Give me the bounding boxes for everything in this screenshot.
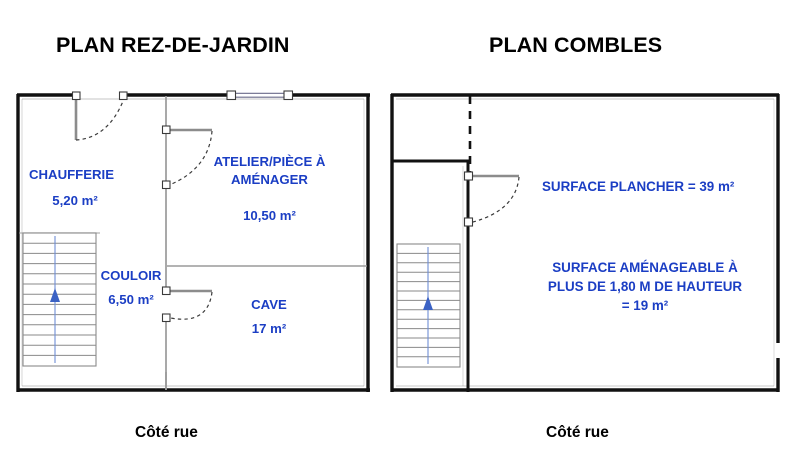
- left-plan-walls: [16, 93, 370, 392]
- cave-door: [161, 286, 213, 323]
- room-area-couloir: 6,50 m²: [108, 292, 154, 307]
- note-amenageable-line-1: SURFACE AMÉNAGEABLE À: [552, 260, 738, 275]
- right-plan-walls: [390, 93, 780, 392]
- atelier-window: [226, 90, 294, 101]
- combles-door: [463, 171, 520, 227]
- plan-title-rez-de-jardin: PLAN REZ-DE-JARDIN: [56, 33, 290, 57]
- room-area-cave: 17 m²: [251, 321, 287, 336]
- note-surface-plancher: SURFACE PLANCHER = 39 m²: [542, 179, 735, 194]
- left-staircase: [22, 232, 97, 367]
- room-area-atelier: 10,50 m²: [243, 208, 296, 223]
- cote-rue-label-right: Côté rue: [546, 424, 609, 441]
- note-amenageable-line-3: = 19 m²: [621, 298, 669, 313]
- atelier-door: [161, 125, 213, 190]
- note-surface-amenageable: SURFACE AMÉNAGEABLE À PLUS DE 1,80 M DE …: [528, 258, 762, 315]
- chaufferie-entry-door: [71, 91, 128, 141]
- room-area-chaufferie: 5,20 m²: [52, 193, 98, 208]
- room-label-cave: CAVE: [251, 297, 287, 312]
- cote-rue-label-left: Côté rue: [135, 424, 198, 441]
- room-label-couloir: COULOIR: [100, 268, 162, 283]
- room-label-chaufferie: CHAUFFERIE: [29, 167, 114, 182]
- right-staircase: [396, 243, 461, 368]
- plan-title-combles: PLAN COMBLES: [489, 33, 663, 57]
- room-label-atelier: ATELIER/PIÈCE À AMÉNAGER: [213, 154, 326, 187]
- note-amenageable-line-2: PLUS DE 1,80 M DE HAUTEUR: [547, 279, 743, 294]
